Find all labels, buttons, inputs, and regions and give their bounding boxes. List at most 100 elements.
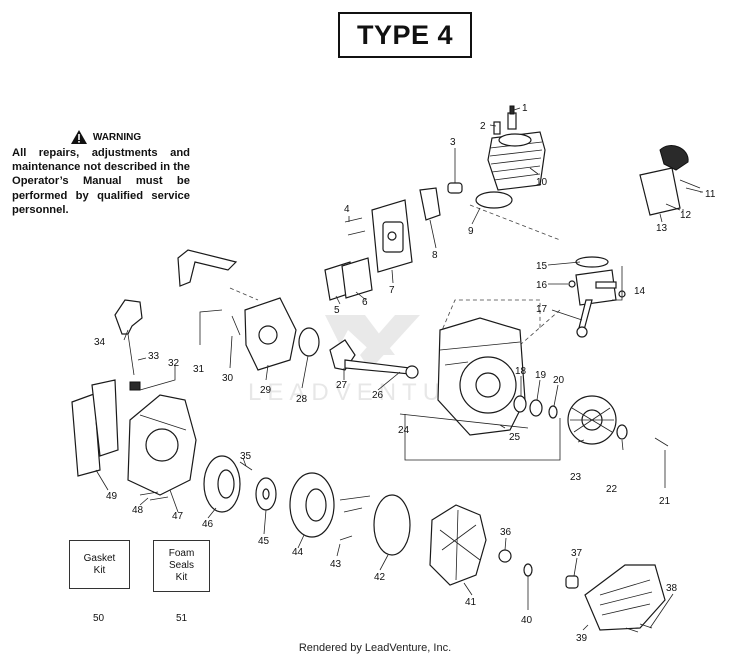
type-title: TYPE 4 [338, 12, 472, 58]
callout-1: 1 [522, 103, 528, 114]
part-nut [129, 381, 141, 391]
callout-3: 3 [450, 137, 456, 148]
part-muffler-gasket-plate [324, 257, 373, 301]
callout-10: 10 [536, 177, 548, 188]
callout-27: 27 [336, 380, 348, 391]
callout-18: 18 [515, 366, 527, 377]
callout-24: 24 [398, 425, 410, 436]
callout-50: 50 [93, 613, 105, 624]
callout-37: 37 [571, 548, 583, 559]
part-fan-plate [289, 472, 335, 538]
part-flywheel-washer [616, 424, 628, 440]
callout-47: 47 [172, 511, 184, 522]
part-adaptor-screw [231, 315, 241, 336]
part-impeller-nut [498, 549, 512, 563]
callout-35: 35 [240, 451, 252, 462]
callout-48: 48 [132, 505, 144, 516]
warning-text: All repairs, adjustments and maintenance… [12, 147, 190, 216]
callout-49: 49 [106, 491, 118, 502]
part-crankcase [437, 317, 526, 436]
part-impeller [429, 504, 487, 586]
callout-16: 16 [536, 280, 548, 291]
callout-33: 33 [148, 351, 160, 362]
warning-heading: WARNING [22, 130, 190, 144]
warning-heading-text: WARNING [92, 131, 142, 143]
foam-seals-kit-box: Foam Seals Kit [153, 540, 210, 592]
part-pin [654, 437, 669, 447]
part-starter-pulley [203, 455, 241, 513]
callout-9: 9 [468, 226, 474, 237]
part-starter-handle [114, 299, 143, 376]
callout-39: 39 [576, 633, 588, 644]
callout-23: 23 [570, 472, 582, 483]
part-intake-gasket [177, 249, 238, 287]
callout-11: 11 [705, 189, 716, 200]
callout-42: 42 [374, 572, 386, 583]
callout-2: 2 [480, 121, 486, 132]
part-foam-seal [71, 379, 119, 477]
part-spacer [565, 575, 579, 589]
part-impulse-cap [447, 182, 463, 194]
part-muffler-shield [419, 187, 441, 221]
callout-45: 45 [258, 536, 270, 547]
callout-26: 26 [372, 390, 384, 401]
callout-25: 25 [509, 432, 521, 443]
warning-triangle-icon [70, 130, 87, 144]
callout-51: 51 [176, 613, 188, 624]
part-bearings-seals [513, 395, 558, 419]
callout-19: 19 [535, 370, 547, 381]
part-crankshaft [329, 339, 419, 379]
callout-13: 13 [656, 223, 668, 234]
callout-43: 43 [330, 559, 342, 570]
callout-38: 38 [666, 583, 678, 594]
callout-30: 30 [222, 373, 234, 384]
callout-40: 40 [521, 615, 533, 626]
part-pulley-washer [255, 477, 277, 511]
callout-36: 36 [500, 527, 512, 538]
callout-15: 15 [536, 261, 548, 272]
callout-29: 29 [260, 385, 272, 396]
part-impeller-washer [523, 563, 533, 577]
assembly-dashed-lines [229, 204, 561, 346]
part-muffler [371, 199, 413, 273]
callout-21: 21 [659, 496, 671, 507]
part-ignition-module [639, 145, 701, 216]
part-blower-cover [584, 564, 666, 631]
part-cylinder-gasket [475, 191, 513, 209]
part-housing-screws [139, 491, 169, 501]
callout-31: 31 [193, 364, 205, 375]
callout-46: 46 [202, 519, 214, 530]
callout-32: 32 [168, 358, 180, 369]
callout-22: 22 [606, 484, 618, 495]
callout-labels: 1 2 3 4 5 6 7 8 9 10 11 12 13 14 15 16 1… [93, 103, 716, 644]
part-carb-adaptor [244, 297, 297, 371]
leader-lines [95, 107, 703, 631]
callout-8: 8 [432, 250, 438, 261]
part-module-screws [665, 187, 703, 211]
callout-6: 6 [362, 297, 368, 308]
part-o-ring [298, 327, 320, 357]
callout-34: 34 [94, 337, 106, 348]
callout-4: 4 [344, 204, 350, 215]
callout-28: 28 [296, 394, 308, 405]
callout-44: 44 [292, 547, 304, 558]
part-muffler-screws [344, 217, 366, 236]
part-cylinder [487, 131, 546, 191]
callout-12: 12 [680, 210, 692, 221]
part-piston-assembly [568, 256, 626, 338]
callout-20: 20 [553, 375, 565, 386]
part-plate-screws [339, 495, 371, 541]
callout-14: 14 [634, 286, 646, 297]
callout-5: 5 [334, 305, 340, 316]
part-blower-housing [127, 394, 197, 496]
part-cylinder-bolt [493, 121, 501, 135]
callout-41: 41 [465, 597, 477, 608]
part-fan-housing [373, 494, 411, 556]
warning-notice: WARNING All repairs, adjustments and mai… [12, 130, 190, 217]
gasket-kit-box: Gasket Kit [69, 540, 130, 589]
render-credit: Rendered by LeadVenture, Inc. [298, 642, 452, 654]
callout-7: 7 [389, 285, 395, 296]
part-flywheel [567, 395, 617, 445]
callout-17: 17 [536, 304, 548, 315]
